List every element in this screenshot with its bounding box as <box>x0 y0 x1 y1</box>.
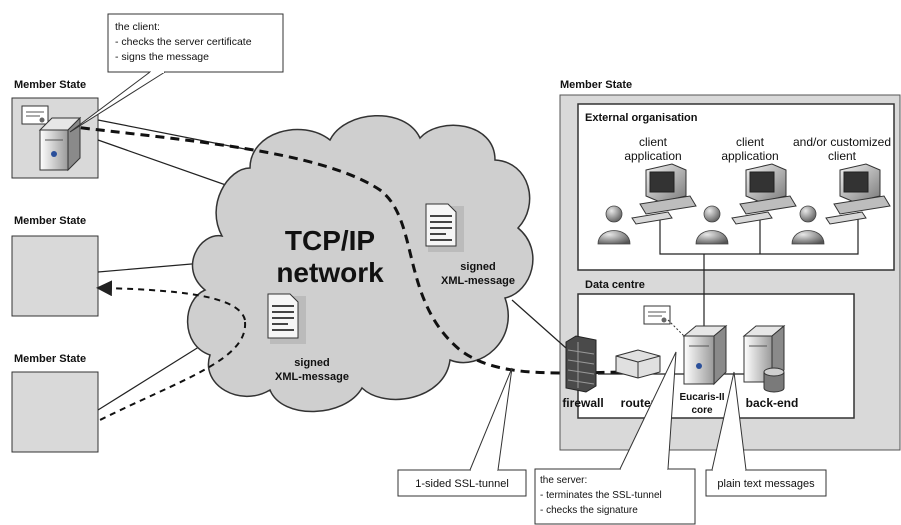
server-callout-line2: - terminates the SSL-tunnel <box>540 490 662 501</box>
ssl-tunnel-main <box>65 124 641 375</box>
plain-text-callout-text: plain text messages <box>717 478 815 490</box>
server-callout-line1: the server: <box>540 475 587 486</box>
member-state-label-right: Member State <box>560 79 632 91</box>
ssl-tunnel-callout-text: 1-sided SSL-tunnel <box>415 478 509 490</box>
client-callout-line1: the client: <box>115 21 160 33</box>
member-state-box-3 <box>11 371 99 453</box>
document-icon <box>425 203 464 252</box>
core-label-line1: Eucaris-II <box>679 392 724 403</box>
data-centre-title: Data centre <box>585 279 645 291</box>
link-ms1-cloud-b <box>97 119 251 151</box>
link-ms3-cloud <box>97 339 211 411</box>
document-icon <box>267 293 306 344</box>
router-label: router <box>621 396 656 410</box>
message-2-line2: XML-message <box>275 371 349 383</box>
message-2-line1: signed <box>294 357 329 369</box>
network-title-line1: TCP/IP <box>285 225 375 256</box>
member-state-label-2: Member State <box>14 215 86 227</box>
desktop-computer-icon <box>825 163 891 225</box>
client-network-line <box>659 212 859 255</box>
firewall-label: firewall <box>562 396 603 410</box>
server-callout-line3: - checks the signature <box>540 505 638 516</box>
person-icon <box>597 205 631 245</box>
router-icon <box>615 349 661 379</box>
ssl-tunnel-callout-box <box>397 469 527 497</box>
client-1-label-line2: application <box>624 149 681 163</box>
client-callout-box <box>107 13 284 73</box>
backend-label: back-end <box>746 396 799 410</box>
client-callout-line3: - signs the message <box>115 51 209 63</box>
ssl-tunnel-ms3 <box>99 321 247 421</box>
core-server-icon <box>682 324 728 386</box>
ssl-tunnel-ms2 <box>96 280 246 321</box>
person-icon <box>695 205 729 245</box>
certificate-icon <box>21 105 49 125</box>
database-icon <box>763 367 785 393</box>
external-organisation-title: External organisation <box>585 112 698 124</box>
desktop-computer-icon <box>631 163 697 225</box>
firewall-icon <box>565 335 597 393</box>
certificate-icon <box>643 305 671 325</box>
client-1-label-line1: client <box>639 135 668 149</box>
desktop-computer-icon <box>731 163 797 225</box>
client-2-label-line1: client <box>736 135 765 149</box>
network-title-line2: network <box>276 257 384 288</box>
client-3-label-line1: and/or customized <box>793 135 891 149</box>
link-ms1-cloud-a <box>97 139 241 191</box>
person-icon <box>791 205 825 245</box>
member-state-label-3: Member State <box>14 353 86 365</box>
server-callout-box <box>534 468 696 525</box>
client-server-icon <box>38 116 82 172</box>
client-2-label-line2: application <box>721 149 778 163</box>
plain-text-callout-box <box>705 469 827 497</box>
message-1-line2: XML-message <box>441 275 515 287</box>
core-label-line2: core <box>691 405 713 416</box>
member-state-box-2 <box>11 235 99 317</box>
member-state-label-1: Member State <box>14 79 86 91</box>
message-1-line1: signed <box>460 261 495 273</box>
client-3-label-line2: client <box>828 149 857 163</box>
client-callout-line2: - checks the server certificate <box>115 36 252 48</box>
link-cloud-firewall <box>511 299 567 349</box>
